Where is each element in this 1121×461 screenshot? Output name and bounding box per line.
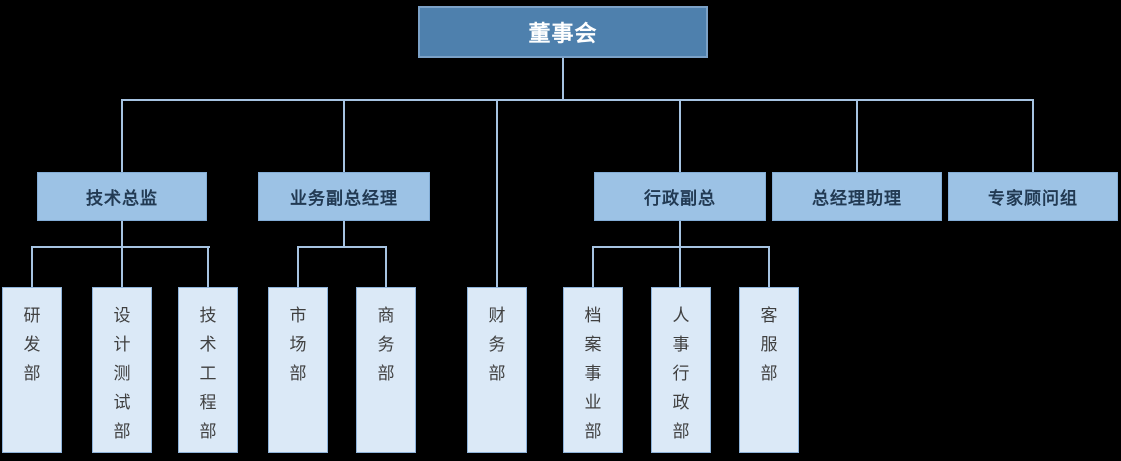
connector-line [768,246,770,288]
org-node-tech-director: 技术总监 [37,172,207,221]
org-node-commerce-dept: 商务部 [356,287,416,453]
org-node-label: 业务副总经理 [290,189,398,208]
org-node-gm-assistant: 总经理助理 [772,172,942,221]
connector-line [592,246,770,248]
org-node-rd-dept: 研发部 [2,287,62,453]
org-node-hr-admin-dept: 人事行政部 [651,287,711,453]
connector-line [121,221,123,248]
org-node-label: 财务部 [488,306,506,383]
connector-line [592,246,594,288]
connector-line [297,246,387,248]
org-node-label: 人事行政部 [672,306,690,441]
org-node-archives-dept: 档案事业部 [563,287,623,453]
connector-line [121,99,123,173]
connector-line [343,221,345,248]
org-node-finance-dept: 财务部 [467,287,527,453]
connector-line [31,246,210,248]
org-node-marketing-dept: 市场部 [268,287,328,453]
org-node-business-deputy-gm: 业务副总经理 [258,172,430,221]
connector-line [679,246,681,288]
org-node-label: 技术工程部 [199,306,217,441]
connector-line [121,99,1034,101]
org-node-expert-advisory-group: 专家顾问组 [948,172,1118,221]
org-node-label: 行政副总 [644,189,716,208]
org-node-label: 总经理助理 [812,189,902,208]
connector-line [856,99,858,173]
connector-line [385,246,387,288]
org-node-admin-deputy-gm: 行政副总 [594,172,766,221]
connector-line [679,221,681,248]
connector-line [679,99,681,173]
org-node-design-test-dept: 设计测试部 [92,287,152,453]
org-node-label: 技术总监 [86,189,158,208]
connector-line [121,246,123,288]
org-node-board: 董事会 [418,6,708,58]
connector-line [297,246,299,288]
connector-line [207,246,209,288]
org-node-label: 研发部 [23,306,41,383]
connector-line [1032,99,1034,173]
connector-line [343,99,345,173]
org-node-label: 档案事业部 [584,306,602,441]
connector-line [562,58,564,101]
org-node-label: 商务部 [377,306,395,383]
org-node-customer-service-dept: 客服部 [739,287,799,453]
org-node-label: 设计测试部 [113,306,131,441]
connector-line [496,99,498,288]
org-node-tech-engineering-dept: 技术工程部 [178,287,238,453]
connector-line [31,246,33,288]
org-node-label: 客服部 [760,306,778,383]
org-node-label: 市场部 [289,306,307,383]
org-node-label: 董事会 [528,21,598,46]
org-node-label: 专家顾问组 [988,189,1078,208]
